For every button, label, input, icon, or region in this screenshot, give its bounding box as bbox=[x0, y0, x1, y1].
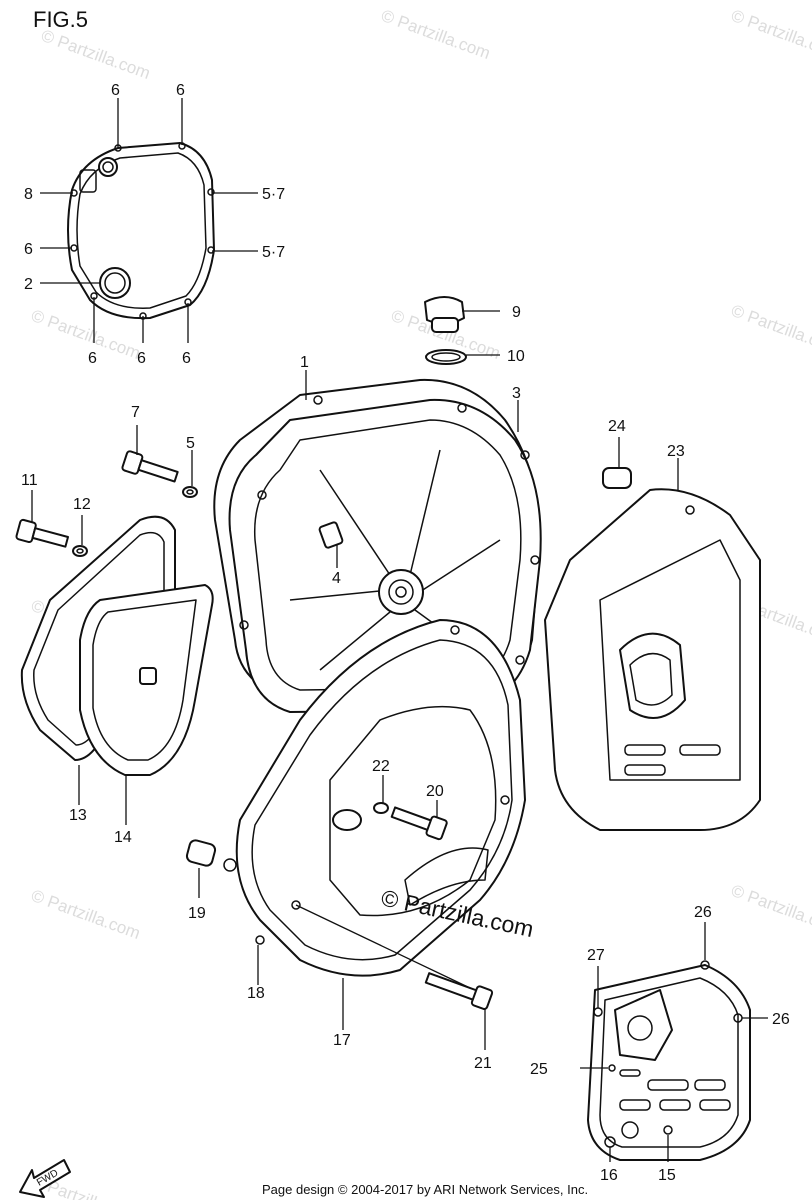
callout: 16 bbox=[600, 1167, 618, 1184]
watermark: © Partzilla.com bbox=[729, 881, 812, 938]
callout: 18 bbox=[247, 985, 265, 1002]
callout: 7 bbox=[131, 404, 140, 421]
callout: 26 bbox=[772, 1011, 790, 1028]
callout: 6 bbox=[176, 82, 185, 99]
callout: 6 bbox=[137, 350, 146, 367]
callout: 5 bbox=[186, 435, 195, 452]
callout: 5·7 bbox=[262, 186, 285, 203]
callout: 8 bbox=[24, 186, 33, 203]
callout: 10 bbox=[507, 348, 525, 365]
sprocket-cover bbox=[580, 922, 768, 1162]
callout: 12 bbox=[73, 496, 91, 513]
watermark: © Partzilla.com bbox=[379, 6, 493, 63]
callout: 14 bbox=[114, 829, 132, 846]
watermark: © Partzilla.com bbox=[729, 6, 812, 63]
clutch-cover bbox=[223, 619, 526, 977]
callout: 24 bbox=[608, 418, 626, 435]
callout: 21 bbox=[474, 1055, 492, 1072]
callout: 26 bbox=[694, 904, 712, 921]
clutch-cover-fasteners bbox=[185, 775, 494, 1050]
callout: 13 bbox=[69, 807, 87, 824]
callout: 15 bbox=[658, 1167, 676, 1184]
leader-lines-top-left bbox=[40, 98, 258, 343]
callout: 11 bbox=[21, 472, 38, 489]
generator-cover bbox=[20, 515, 214, 825]
clutch-cover-gasket bbox=[67, 142, 215, 320]
callout: 6 bbox=[182, 350, 191, 367]
callout: 2 bbox=[24, 276, 33, 293]
callouts: 6 6 8 6 2 5·7 5·7 6 6 6 9 10 1 3 7 5 4 1… bbox=[21, 82, 790, 1184]
callout: 5·7 bbox=[262, 244, 285, 261]
callout: 4 bbox=[332, 570, 341, 587]
callout: 6 bbox=[24, 241, 33, 258]
figure-title: FIG.5 bbox=[33, 7, 88, 32]
watermark: © Partzilla.com bbox=[729, 301, 812, 358]
callout: 3 bbox=[512, 385, 521, 402]
oil-filler-cap bbox=[424, 296, 500, 365]
callout: 19 bbox=[188, 905, 206, 922]
watermark: © Partzilla.com bbox=[29, 886, 143, 943]
callout: 25 bbox=[530, 1061, 548, 1078]
callout: 22 bbox=[372, 758, 390, 775]
callout: 20 bbox=[426, 783, 444, 800]
callout: 1 bbox=[300, 354, 309, 371]
watermark: © Partzilla.com bbox=[39, 26, 153, 83]
callout: 6 bbox=[88, 350, 97, 367]
callout: 9 bbox=[512, 304, 521, 321]
bolts-left bbox=[15, 425, 198, 557]
right-cover bbox=[544, 437, 761, 831]
callout: 17 bbox=[333, 1032, 351, 1049]
callout: 6 bbox=[111, 82, 120, 99]
callout: 27 bbox=[587, 947, 605, 964]
callout: 23 bbox=[667, 443, 685, 460]
footer-credit: Page design © 2004-2017 by ARI Network S… bbox=[262, 1182, 588, 1197]
